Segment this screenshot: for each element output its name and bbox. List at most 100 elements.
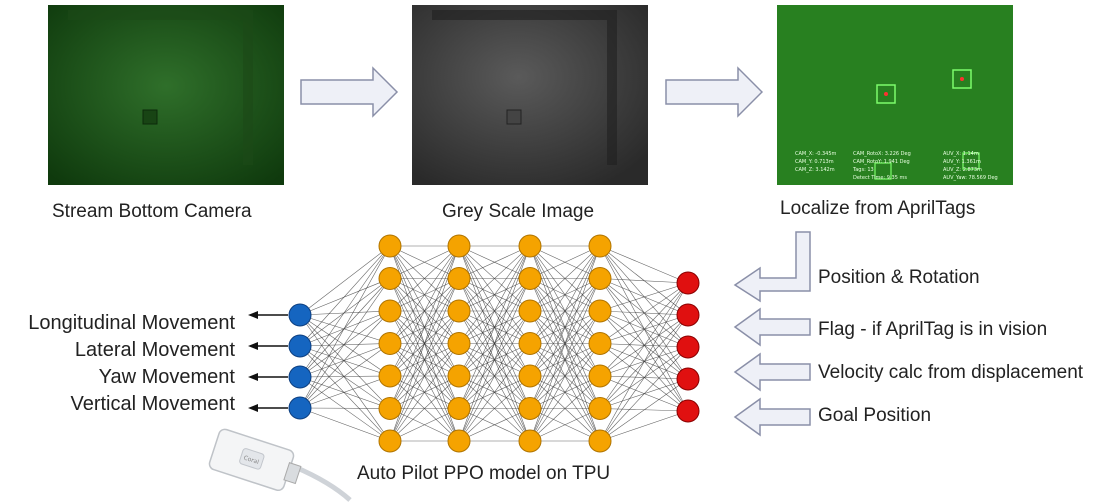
connection: [458, 245, 531, 312]
stream-camera-image: [48, 5, 284, 185]
hidden-node: [588, 364, 612, 388]
overlay-col1-line3: CAM_Z: 3.142m: [795, 167, 835, 173]
input-label-velocity: Velocity calc from displacement: [818, 362, 1084, 383]
overlay-col3-line2: AUV_Y: 1.361m: [943, 159, 981, 165]
connection: [299, 310, 391, 347]
input-node: [676, 271, 700, 295]
connection: [529, 245, 601, 409]
connection: [299, 407, 391, 409]
hidden-node: [378, 397, 402, 420]
connection: [389, 310, 460, 442]
hidden-node: [588, 267, 612, 290]
localize-image: CAM_X: -0.345m CAM_Y: 0.713m CAM_Z: 3.14…: [777, 5, 1013, 185]
output-arrowhead: [248, 342, 258, 350]
hidden-node: [378, 332, 402, 355]
overlay-col1-line2: CAM_Y: 0.713m: [795, 159, 834, 165]
hidden-node: [588, 234, 612, 258]
hidden-node: [588, 397, 612, 420]
hidden-node: [518, 397, 542, 420]
connection: [299, 345, 391, 409]
hidden-node: [378, 429, 402, 453]
output-label-lateral: Lateral Movement: [74, 339, 235, 361]
hidden-node: [518, 332, 542, 355]
connection: [458, 245, 531, 442]
output-node: [288, 334, 312, 358]
connection: [599, 282, 689, 377]
hidden-node: [518, 299, 542, 323]
connection: [599, 278, 689, 284]
connection: [389, 245, 460, 312]
connection: [529, 245, 601, 377]
connection: [299, 314, 391, 409]
output-arrowhead: [248, 404, 258, 412]
connection: [529, 310, 601, 442]
connection: [458, 343, 531, 442]
connection: [529, 245, 601, 279]
connection: [299, 245, 391, 378]
connection: [599, 346, 689, 442]
connection: [599, 282, 689, 344]
connection: [389, 343, 460, 442]
connection: [389, 245, 460, 377]
output-node: [288, 396, 312, 420]
connection: [299, 245, 391, 409]
hidden-node: [518, 429, 542, 453]
overlay-col3-line3: AUV_Z: 2.873m: [943, 167, 982, 173]
hidden-node: [378, 364, 402, 388]
hidden-node: [518, 364, 542, 388]
hidden-node: [518, 234, 542, 258]
hidden-node: [378, 234, 402, 258]
connection: [389, 408, 460, 442]
connection: [458, 245, 531, 377]
hidden-node: [447, 364, 471, 388]
output-label-yaw: Yaw Movement: [98, 366, 235, 388]
connection: [599, 410, 689, 442]
connection: [599, 245, 689, 284]
connection: [599, 314, 689, 442]
connection: [529, 408, 601, 442]
input-label-goal: Goal Position: [818, 405, 932, 426]
connection: [299, 314, 391, 442]
connection: [299, 310, 391, 378]
connection: [299, 310, 391, 409]
output-label-vertical: Vertical Movement: [70, 393, 235, 415]
overlay-col2-line3: Tags: 13: [852, 167, 874, 173]
output-arrowhead: [248, 311, 258, 319]
overlay-col3-line1: AUV_X: 1.14m: [943, 151, 979, 157]
connection: [299, 343, 391, 347]
network-connections: [299, 245, 689, 442]
connection: [458, 408, 531, 442]
connection: [529, 245, 601, 312]
stream-caption: Stream Bottom Camera: [52, 201, 252, 222]
coral-tpu-device: Coral: [208, 428, 352, 502]
connection: [389, 245, 460, 409]
hidden-node: [447, 429, 471, 453]
hidden-node: [588, 429, 612, 453]
connection: [529, 343, 601, 442]
hidden-node: [588, 299, 612, 323]
output-arrowhead: [248, 373, 258, 381]
connection: [299, 407, 391, 442]
hidden-node: [378, 299, 402, 323]
connection: [458, 245, 531, 344]
overlay-col3-line4: AUV_Yaw: 78.569 Deg: [943, 175, 998, 181]
overlay-col2-line4: Detect Time: 9.35 ms: [853, 175, 907, 181]
output-labels: Longitudinal Movement Lateral Movement Y…: [0, 312, 235, 422]
connection: [599, 282, 689, 442]
connection: [299, 278, 391, 378]
hidden-node: [447, 397, 471, 420]
connection: [299, 345, 391, 377]
grey-caption: Grey Scale Image: [442, 201, 595, 222]
connection: [599, 282, 689, 409]
input-label-position: Position & Rotation: [818, 267, 980, 288]
connection: [299, 245, 391, 347]
connection: [299, 375, 391, 378]
connection: [389, 245, 460, 344]
connection: [299, 343, 391, 378]
connection: [299, 278, 391, 316]
hidden-node: [378, 267, 402, 290]
connection: [299, 375, 391, 409]
localize-caption: Localize from AprilTags: [780, 198, 976, 219]
connection: [458, 278, 531, 442]
